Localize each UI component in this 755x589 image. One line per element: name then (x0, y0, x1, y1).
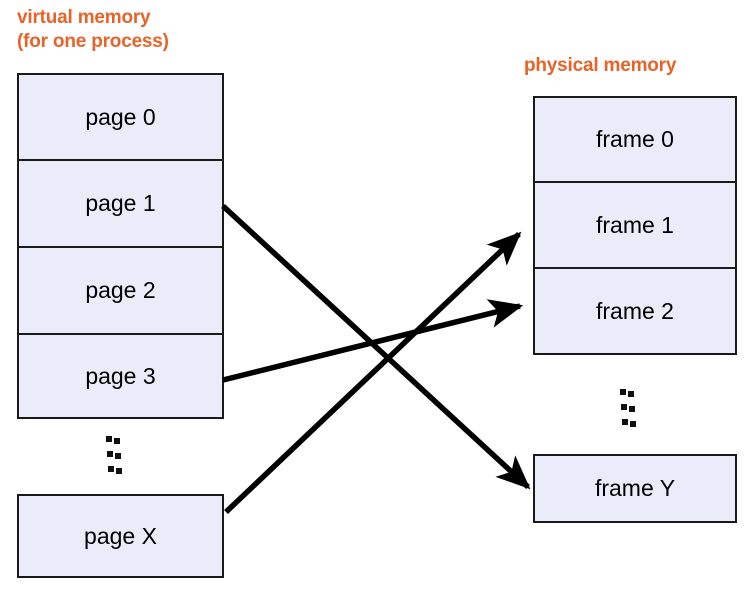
page-box-2: page 2 (17, 247, 224, 334)
page-label-3: page 3 (85, 362, 156, 389)
mapping-arrow-page1-to-frameY (221, 203, 531, 490)
frame-label-2: frame 2 (596, 297, 674, 324)
frame-label-1: frame 1 (596, 211, 674, 238)
page-box-3: page 3 (17, 334, 224, 419)
virtual-memory-title: virtual memory (for one process) (17, 6, 169, 54)
frame-box-y: frame Y (533, 454, 737, 523)
frame-box-2: frame 2 (533, 268, 737, 355)
mapping-arrow-pageX-to-frame1 (224, 231, 522, 514)
mapping-arrow-page3-to-frame2 (222, 299, 524, 383)
frame-label-y: frame Y (594, 475, 676, 501)
frame-box-0: frame 0 (533, 96, 737, 182)
page-label-1: page 1 (85, 190, 156, 216)
page-box-1: page 1 (17, 160, 224, 247)
physical-memory-vertical-ellipsis-icon (619, 389, 636, 433)
page-label-0: page 0 (85, 103, 156, 130)
page-label-2: page 2 (85, 277, 156, 303)
physical-memory-title: physical memory (524, 55, 677, 76)
frame-box-1: frame 1 (533, 182, 737, 268)
frame-label-0: frame 0 (596, 126, 674, 152)
virtual-memory-title-line2: (for one process) (17, 31, 169, 52)
virtual-memory-title-line1: virtual memory (17, 7, 151, 28)
virtual-memory-vertical-ellipsis-icon (105, 436, 122, 480)
page-box-0: page 0 (17, 73, 224, 160)
page-box-x: page X (17, 494, 224, 578)
page-label-x: page X (84, 522, 157, 549)
